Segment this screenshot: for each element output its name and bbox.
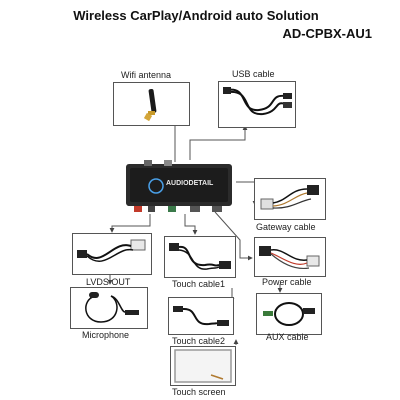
brand-logo-icon <box>148 178 164 194</box>
device-brand-text: AUDIODETAIL <box>166 180 214 187</box>
wifi-antenna-label: Wifi antenna <box>121 70 172 80</box>
aux-cable-icon <box>263 302 315 326</box>
main-interface-box: AUDIODETAIL <box>124 158 236 214</box>
gateway-cable-label: Gateway cable <box>256 222 316 232</box>
line-usb-cable <box>189 125 248 160</box>
lvds-out-image <box>72 233 152 275</box>
lvds-cable-icon <box>77 239 146 262</box>
power-cable-icon <box>259 246 320 270</box>
usb-cable-image <box>218 81 296 128</box>
touch-cable2-label: Touch cable2 <box>172 336 226 346</box>
touch-cable1-icon <box>169 243 231 270</box>
power-cable-label: Power cable <box>262 277 312 287</box>
diagram-title: Wireless CarPlay/Android auto Solution <box>73 8 319 23</box>
touch-screen-label: Touch screen <box>172 387 226 397</box>
gateway-cable-icon <box>260 185 319 210</box>
wifi-antenna-image <box>113 82 190 126</box>
touch-screen-icon <box>174 349 232 383</box>
model-number: AD-CPBX-AU1 <box>282 26 372 41</box>
line-wifi-antenna <box>162 121 176 162</box>
power-cable-image <box>254 237 326 277</box>
antenna-icon <box>143 88 157 122</box>
line-touch-cable1 <box>184 214 198 235</box>
line-lvds-out <box>109 214 151 233</box>
usb-cable-icon <box>223 87 292 116</box>
touch-cable1-image <box>164 236 236 278</box>
gateway-cable-image <box>254 178 326 220</box>
aux-cable-image <box>256 293 322 335</box>
touch-cable2-image <box>168 297 234 335</box>
touch-cable2-icon <box>173 306 229 326</box>
touch-screen-image <box>170 346 236 386</box>
line-gateway-cable <box>236 181 258 206</box>
microphone-icon <box>85 292 139 323</box>
touch-cable1-label: Touch cable1 <box>172 279 226 289</box>
microphone-label: Microphone <box>82 330 130 340</box>
microphone-image <box>70 287 148 329</box>
line-power-cable <box>214 211 253 261</box>
lvds-out-label: LVDS OUT <box>86 277 131 287</box>
aux-cable-label: AUX cable <box>266 332 309 342</box>
usb-cable-label: USB cable <box>232 69 275 79</box>
